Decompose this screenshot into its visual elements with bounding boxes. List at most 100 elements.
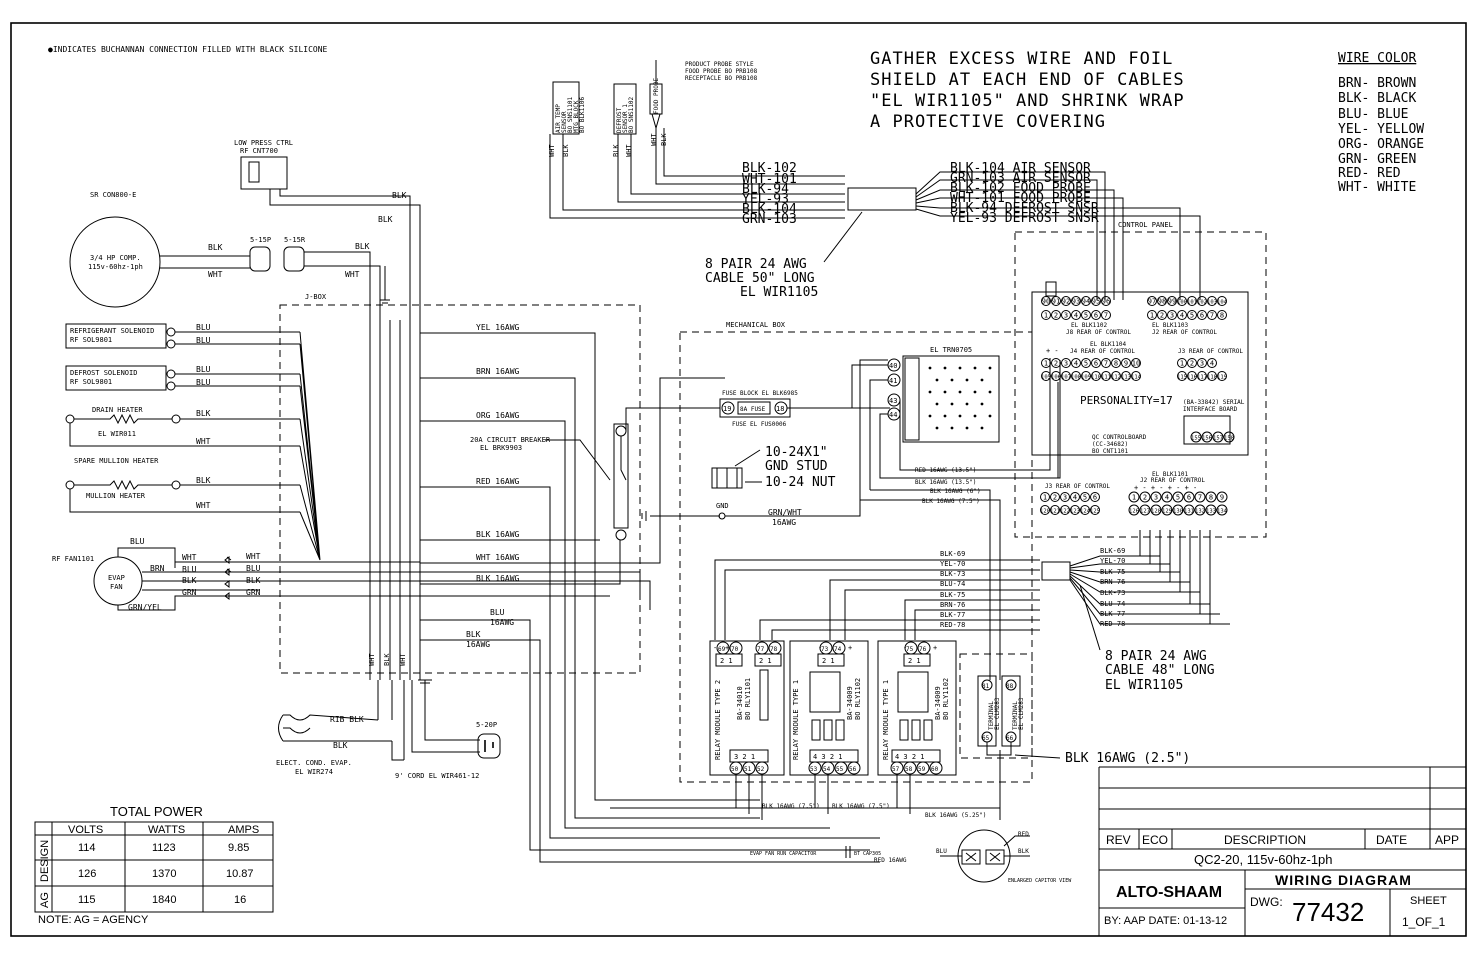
- wire-color-title: WIRE COLOR: [1338, 51, 1416, 66]
- connector-pin: [1061, 358, 1071, 368]
- svg-text:SENSOR: SENSOR: [561, 111, 568, 133]
- connector-pin-label: 103: [1207, 300, 1217, 306]
- connector-pin: [1101, 296, 1111, 306]
- svg-text:-: -: [713, 644, 717, 652]
- mechanical-box-label: MECHANICAL BOX: [726, 321, 786, 329]
- cable2-label: 8 PAIR 24 AWG CABLE 48" LONG EL WIR1105: [1105, 649, 1215, 693]
- svg-text:5-20P: 5-20P: [476, 721, 497, 729]
- svg-text:WHT: WHT: [246, 552, 261, 561]
- jbox-bus: [369, 320, 421, 680]
- svg-text:+: +: [933, 644, 937, 652]
- mullion-heater: SPARE MULLION HEATER MULLION HEATER BLK …: [65, 457, 300, 513]
- connector-pin: [1081, 371, 1091, 381]
- lead-labels: RED 16AWG (13.5") BLK 16AWG (13.5") BLK …: [915, 467, 981, 505]
- j2b-label: J2 REAR OF CONTROL: [1140, 477, 1205, 484]
- svg-text:TOTAL POWER: TOTAL POWER: [110, 804, 203, 819]
- gather-line: SHIELD AT EACH END OF CABLES: [870, 70, 1185, 90]
- wire-color-item: BLK- BLACK: [1338, 91, 1416, 106]
- svg-text:RELAY MODULE TYPE 1: RELAY MODULE TYPE 1: [792, 680, 800, 760]
- low-press-control: LOW PRESS CTRL RF CNT700 BLK BLK: [234, 139, 421, 320]
- j2-label: J2 REAR OF CONTROL: [1152, 329, 1217, 336]
- svg-text:BLU-74: BLU-74: [1100, 600, 1125, 608]
- svg-text:52: 52: [757, 766, 765, 773]
- connector-pin: [1207, 310, 1217, 320]
- cable-splice-top: [847, 187, 917, 211]
- connector-pin: [1070, 505, 1080, 515]
- svg-text:NOTE: AG = AGENCY: NOTE: AG = AGENCY: [38, 914, 149, 926]
- connector-pin: [1041, 310, 1051, 320]
- svg-text:EL TRN0705: EL TRN0705: [930, 346, 972, 354]
- connector-pin-label: 126: [1129, 509, 1139, 515]
- svg-text:BT CAP305: BT CAP305: [854, 851, 881, 857]
- svg-text:16: 16: [234, 894, 246, 906]
- svg-text:BLK: BLK: [246, 576, 261, 585]
- connector-pin: [1216, 491, 1228, 503]
- connector-pin-label: 1: [1044, 360, 1048, 368]
- svg-text:TERMINAL: TERMINAL: [1012, 701, 1019, 730]
- svg-text:BLU: BLU: [196, 365, 211, 374]
- connector-pin-label: 128: [1151, 509, 1161, 515]
- svg-text:EL CLM283: EL CLM283: [994, 697, 1001, 730]
- j8-label: EL BLK1102: [1071, 322, 1108, 329]
- connector-pin: [1071, 358, 1081, 368]
- connector-pin: [1090, 492, 1100, 502]
- svg-text:5-15R: 5-15R: [284, 236, 306, 244]
- power-cord: 5-20P 9' CORD EL WIR461-12: [395, 679, 501, 780]
- connector-pin-label: 4: [1210, 360, 1214, 368]
- connector-pin: [1157, 296, 1167, 306]
- connector-pin-label: 118: [1207, 375, 1217, 381]
- svg-text:APP: APP: [1435, 833, 1459, 847]
- svg-text:BLK: BLK: [1018, 848, 1029, 855]
- svg-text:2 1: 2 1: [822, 657, 835, 665]
- svg-text:19: 19: [723, 405, 731, 413]
- personality: PERSONALITY=17: [1080, 394, 1173, 407]
- relay-bundle: BLK-69 YEL-70 BLK-73 BLU-74 BLK-75 BRN-7…: [714, 547, 1230, 651]
- connector-pin-label: 2: [1143, 494, 1147, 502]
- connector-pin: [1131, 358, 1141, 368]
- svg-text:BLK-73: BLK-73: [940, 570, 965, 578]
- connector-pin: [1040, 505, 1050, 515]
- svg-text:FAN: FAN: [110, 583, 123, 591]
- connector-pin: [1187, 358, 1197, 368]
- cable-left-labels: BLK-102 WHT-101 BLK-94 YEL-93 BLK-104 GR…: [742, 161, 797, 227]
- svg-text:YEL 16AWG: YEL 16AWG: [476, 323, 520, 332]
- svg-text:18: 18: [776, 405, 784, 413]
- connector-pin-label: 1: [1180, 360, 1184, 368]
- blk16-label: BLK: [466, 630, 481, 639]
- controlboard-label: QC CONTROLBOARD: [1092, 434, 1147, 441]
- connector-pin-label: 3: [1064, 312, 1068, 320]
- connector-pin: [1197, 358, 1207, 368]
- svg-text:QC2-20, 115v-60hz-1ph: QC2-20, 115v-60hz-1ph: [1194, 852, 1333, 867]
- svg-text:AMPS: AMPS: [228, 824, 259, 836]
- board-tab: [1045, 281, 1057, 297]
- blk25-leader: [986, 742, 1061, 759]
- svg-text:WHT: WHT: [182, 553, 197, 562]
- svg-text:75: 75: [906, 646, 914, 653]
- svg-text:WHT 16AWG: WHT 16AWG: [476, 553, 520, 562]
- svg-text:BLK 16AWG (7.5"): BLK 16AWG (7.5"): [922, 498, 980, 505]
- svg-text:115v-60hz-1ph: 115v-60hz-1ph: [88, 263, 143, 271]
- blu16-label: BLU: [490, 608, 505, 617]
- j8-label: J8 REAR OF CONTROL: [1066, 329, 1131, 336]
- svg-text:77: 77: [757, 646, 765, 653]
- connector-pin: [1131, 371, 1141, 381]
- connector-pin: [1080, 505, 1090, 515]
- sensor-cable-out: [915, 171, 1201, 300]
- connector-pin: [1177, 310, 1187, 320]
- svg-text:MULLION HEATER: MULLION HEATER: [86, 492, 146, 500]
- terminal-box: [959, 653, 1033, 759]
- gather-note: GATHER EXCESS WIRE AND FOIL SHIELD AT EA…: [870, 49, 1185, 132]
- connector-pin: [1161, 491, 1173, 503]
- connector-pin-label: 104: [1217, 300, 1228, 306]
- svg-text:SENSOR 1: SENSOR 1: [622, 104, 629, 133]
- connector-pin: [1197, 296, 1207, 306]
- connector-pin-label: 1: [1132, 494, 1136, 502]
- svg-text:BLK: BLK: [378, 215, 393, 224]
- svg-text:GRN: GRN: [182, 588, 197, 597]
- connector-pin-label: 5: [1084, 312, 1088, 320]
- connector-pin: [1101, 358, 1111, 368]
- blu16-label: 16AWG: [490, 618, 514, 627]
- connector-pin-label: 114: [1131, 375, 1142, 381]
- connector-pin: [1139, 504, 1151, 516]
